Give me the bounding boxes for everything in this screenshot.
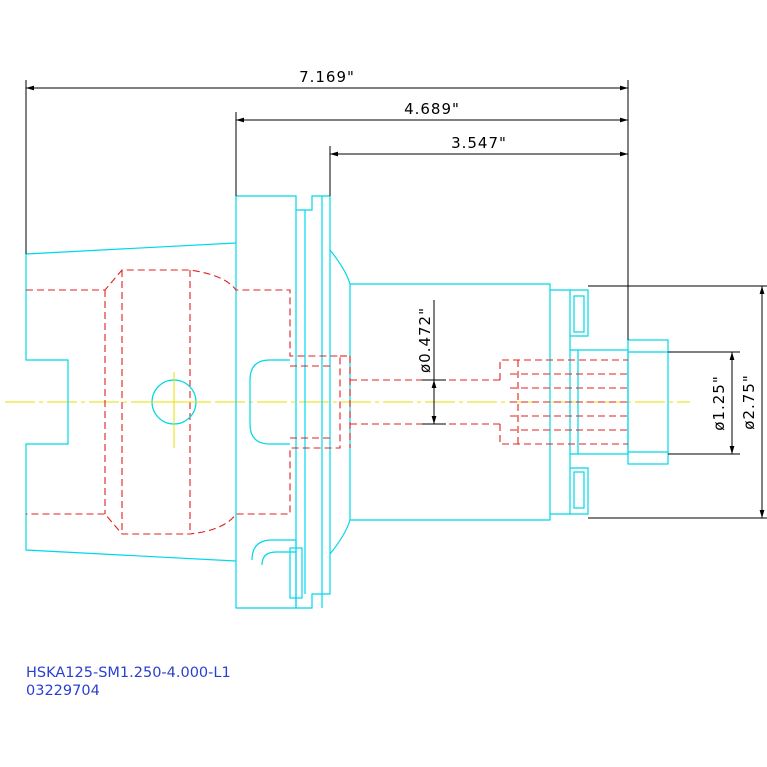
part-number: HSKA125-SM1.250-4.000-L1 bbox=[26, 665, 231, 681]
dimension-body: 3.547" bbox=[329, 134, 628, 196]
dim-bore-diameter: ø0.472" bbox=[416, 307, 434, 373]
part-code: 03229704 bbox=[26, 683, 100, 699]
dim-overall-length: 7.169" bbox=[299, 68, 355, 86]
dim-body-length: 3.547" bbox=[451, 134, 507, 152]
dimension-flange: 4.689" bbox=[235, 100, 628, 196]
dimension-body-dia: ø2.75" bbox=[588, 285, 767, 519]
dimension-shank: ø1.25" bbox=[668, 351, 740, 455]
dimension-overall: 7.169" bbox=[25, 68, 629, 340]
dimension-bore: ø0.472" bbox=[416, 300, 446, 425]
title-block: HSKA125-SM1.250-4.000-L1 03229704 bbox=[26, 664, 231, 700]
dim-shank-diameter: ø1.25" bbox=[710, 375, 728, 430]
dim-flange-to-end: 4.689" bbox=[404, 100, 460, 118]
hidden-lines bbox=[26, 269, 628, 535]
dim-body-diameter: ø2.75" bbox=[740, 374, 758, 429]
